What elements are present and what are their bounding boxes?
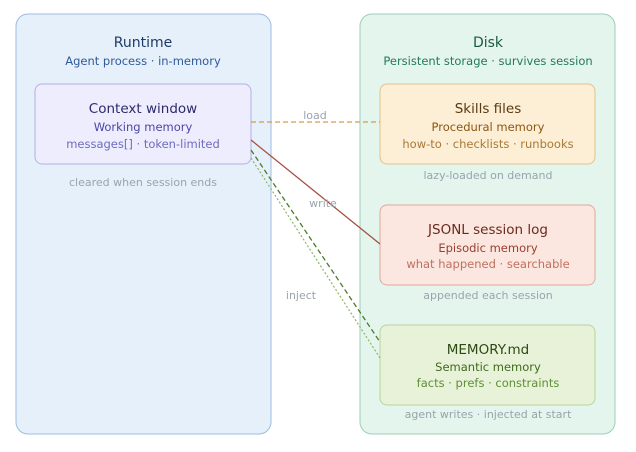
context-window-subtitle: Working memory [94,120,193,134]
memory-md-title: MEMORY.md [447,342,530,358]
skills-files-footnote: lazy-loaded on demand [424,169,553,182]
load-edge-label: load [303,109,327,122]
runtime-subtitle: Agent process · in-memory [65,54,221,68]
write-edge [250,139,381,245]
runtime-panel [15,13,272,435]
context-window-detail: messages[] · token-limited [66,137,220,151]
skills-files-subtitle: Procedural memory [432,120,545,134]
skills-files-title: Skills files [455,101,522,117]
runtime-footnote: cleared when session ends [69,176,217,189]
context-window-box [34,83,252,165]
disk-subtitle: Persistent storage · survives session [383,54,592,68]
inject-edge-dark [250,149,381,343]
skills-files-box [379,83,596,165]
context-window-title: Context window [89,101,197,117]
jsonl-session-log-box [379,204,596,286]
runtime-title: Runtime [114,35,172,51]
jsonl-session-log-detail: what happened · searchable [406,257,569,271]
jsonl-session-log-title: JSONL session log [427,222,548,238]
disk-title: Disk [473,35,504,51]
inject-edge-label: inject [286,289,317,302]
write-edge-label: write [309,197,337,210]
memory-md-footnote: agent writes · injected at start [405,408,572,421]
jsonl-session-log-subtitle: Episodic memory [438,241,538,255]
memory-md-box [379,324,596,406]
memory-md-detail: facts · prefs · constraints [417,376,560,390]
jsonl-session-log-footnote: appended each session [423,289,552,302]
memory-md-subtitle: Semantic memory [435,360,541,374]
skills-files-detail: how-to · checklists · runbooks [402,137,573,151]
